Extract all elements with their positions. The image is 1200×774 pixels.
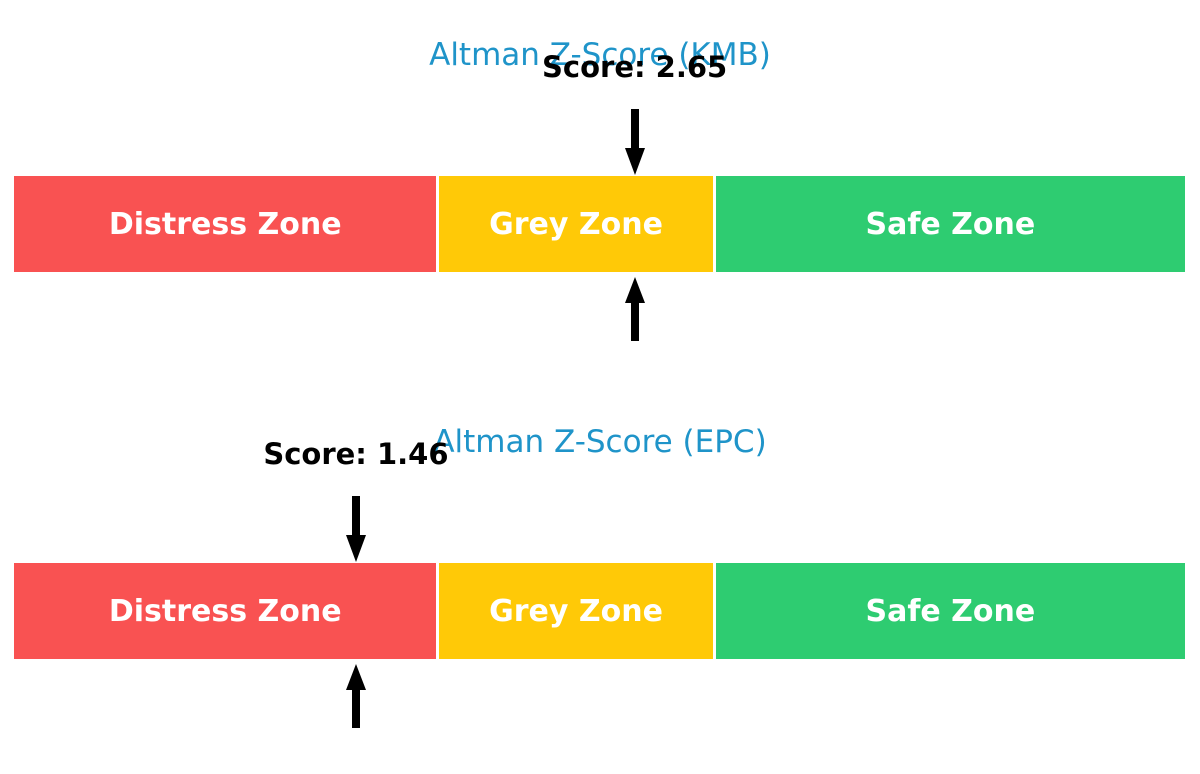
zone-label: Distress Zone [108, 593, 342, 629]
chart-epc: Altman Z-Score (EPC) Score: 1.46 Distres… [0, 387, 1200, 774]
score-arrow-up-icon [342, 664, 370, 728]
zone-label: Grey Zone [489, 593, 663, 629]
zone-grey-zone: Grey Zone [439, 563, 713, 659]
score-arrow-down-icon [621, 109, 649, 175]
zone-distress-zone: Distress Zone [14, 563, 437, 659]
zone-bar: Distress Zone Grey Zone Safe Zone [14, 563, 1185, 659]
score-label: Score: 2.65 [542, 50, 728, 84]
zone-bar: Distress Zone Grey Zone Safe Zone [14, 176, 1185, 272]
chart-title: Altman Z-Score (EPC) [433, 423, 767, 460]
zone-distress-zone: Distress Zone [14, 176, 437, 272]
zone-label: Safe Zone [865, 206, 1036, 242]
score-label: Score: 1.46 [263, 437, 449, 471]
chart-kmb: Altman Z-Score (KMB) Score: 2.65 Distres… [14, 0, 1185, 387]
zone-safe-zone: Safe Zone [715, 176, 1185, 272]
zone-label: Grey Zone [489, 206, 663, 242]
score-arrow-up-icon [621, 277, 649, 341]
zone-label: Safe Zone [865, 593, 1036, 629]
zone-grey-zone: Grey Zone [439, 176, 713, 272]
zone-label: Distress Zone [108, 206, 342, 242]
plot-area: Score: 1.46 Distress Zone Grey Zone Safe Z… [14, 387, 1185, 774]
chart-title: Altman Z-Score (KMB) [429, 36, 771, 73]
zone-safe-zone: Safe Zone [715, 563, 1185, 659]
score-arrow-down-icon [342, 496, 370, 562]
plot-area: Score: 2.65 Distress Zone Grey Zone Safe Z… [14, 0, 1185, 387]
